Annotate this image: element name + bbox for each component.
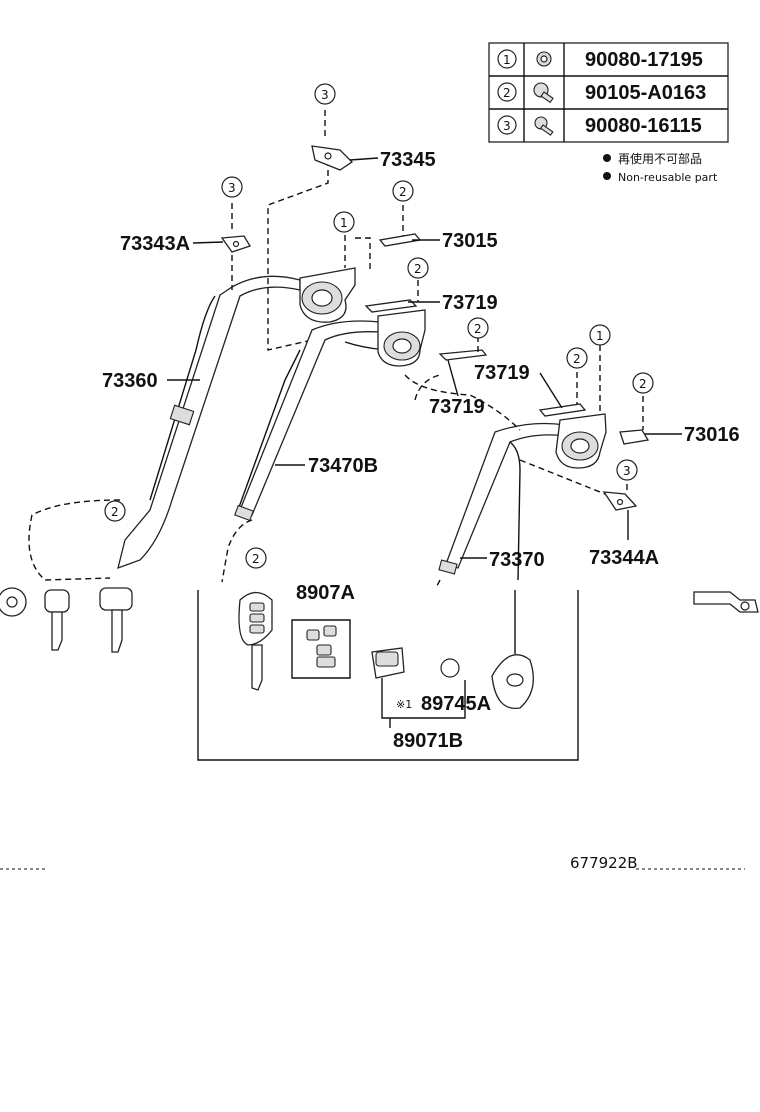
table-ref-1-badge (497, 49, 517, 69)
callout-2-key: 2 (245, 547, 267, 569)
svg-text:2: 2 (639, 377, 647, 391)
smart-key-drawing (491, 590, 534, 710)
label-73370: 73370 (489, 549, 545, 571)
callout-2-mid: 2 (407, 257, 429, 279)
label-73016: 73016 (684, 424, 740, 446)
label-73719-upper: 73719 (442, 292, 498, 314)
non-reusable-legend: 再使用不可部品 Non-reusable part (603, 151, 718, 184)
svg-text:3: 3 (228, 181, 236, 195)
figure-id: 677922B (570, 854, 638, 872)
anchor-73343A (220, 235, 251, 253)
callout-3-right: 3 (616, 459, 638, 481)
transmitter-key-drawing (238, 591, 273, 691)
table-part-no-1: 90080-17195 (585, 49, 703, 71)
svg-text:2: 2 (252, 552, 260, 566)
svg-text:2: 2 (573, 352, 581, 366)
retractor-middle (377, 309, 426, 367)
table-part-no-2: 90105-A0163 (585, 82, 706, 104)
label-73343A: 73343A (120, 233, 190, 255)
label-73470B: 73470B (308, 455, 378, 477)
transmitter-module-drawing (371, 647, 405, 679)
clip-73719-upper (364, 299, 418, 313)
callout-2-far-right: 2 (632, 372, 654, 394)
belt-guide (169, 404, 195, 426)
belt-73360-drawing (28, 255, 301, 581)
callout-1-right: 1 (589, 324, 611, 346)
svg-text:3: 3 (623, 464, 631, 478)
clip-73719-middle (438, 349, 488, 361)
table-ref-2-badge (497, 82, 517, 102)
keys-box (197, 590, 579, 761)
label-73345: 73345 (380, 149, 436, 171)
bolt-icon (534, 116, 554, 136)
table-ref-3-badge (497, 115, 517, 135)
bullet-icon (603, 172, 611, 180)
svg-text:2: 2 (414, 262, 422, 276)
table-ref-3: 3 (503, 119, 511, 133)
label-73015: 73015 (442, 230, 498, 252)
label-73360: 73360 (102, 370, 158, 392)
label-73719-middle: 73719 (474, 362, 530, 384)
svg-text:3: 3 (321, 88, 329, 102)
legend-jp: 再使用不可部品 (618, 151, 702, 166)
battery-drawing (440, 658, 460, 678)
svg-text:1: 1 (596, 329, 604, 343)
svg-text:2: 2 (399, 185, 407, 199)
svg-text:2: 2 (111, 505, 119, 519)
flange-bolt-icon (533, 82, 554, 104)
fastener-table: 1 90080-17195 2 90105-A0163 3 90080-1611… (488, 42, 729, 143)
anchor-73345 (311, 145, 354, 171)
label-8907A: 8907A (296, 582, 355, 604)
anchor-73344A (602, 491, 638, 511)
label-73719-lower: 73719 (429, 396, 485, 418)
belt-guide (234, 504, 254, 522)
bullet-icon (603, 154, 611, 162)
callout-3-top: 3 (314, 83, 336, 105)
label-73344A: 73344A (589, 547, 659, 569)
belt-guide (438, 559, 458, 575)
label-89745A: 89745A (421, 693, 491, 715)
table-ref-2: 2 (503, 86, 511, 100)
table-ref-1: 1 (503, 53, 511, 67)
clip-73719-right (538, 403, 587, 417)
label-note-mark: ※1 (396, 698, 412, 711)
callout-2-clip: 2 (467, 317, 489, 339)
callout-2-top: 2 (392, 180, 414, 202)
nut-icon (536, 51, 552, 67)
key-shell-buttons-drawing (306, 625, 337, 668)
key-left-1-drawing (0, 587, 133, 653)
key-right-edge-drawing (693, 591, 759, 613)
callout-2-left-belt: 2 (104, 500, 126, 522)
svg-text:2: 2 (474, 322, 482, 336)
callout-1-left: 1 (333, 211, 355, 233)
label-89071B: 89071B (393, 730, 463, 752)
table-part-no-3: 90080-16115 (585, 115, 702, 137)
callout-3-left: 3 (221, 176, 243, 198)
svg-text:1: 1 (340, 216, 348, 230)
retractor-left (299, 267, 356, 323)
bracket-73016 (619, 429, 650, 445)
legend-en: Non-reusable part (618, 171, 718, 184)
retractor-right (555, 413, 607, 469)
callout-2-right: 2 (566, 347, 588, 369)
belt-73470B-drawing (221, 320, 396, 583)
